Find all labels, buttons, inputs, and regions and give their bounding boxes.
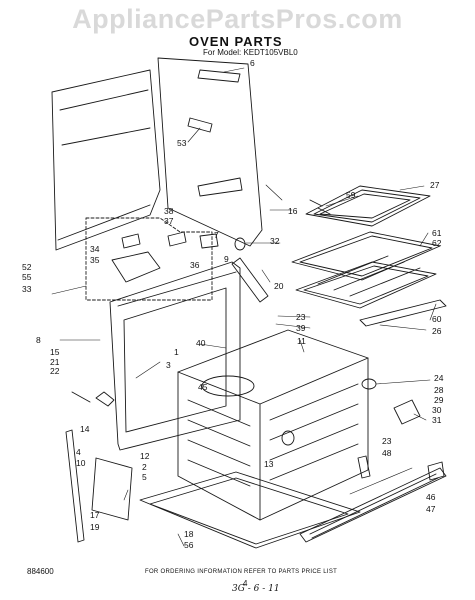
label-37: 37 xyxy=(164,216,174,226)
insulation-panel-left xyxy=(51,69,161,251)
label-36: 36 xyxy=(190,260,200,270)
label-55: 56 xyxy=(184,540,194,550)
label-24: 23 xyxy=(382,436,392,446)
label-30: 30 xyxy=(432,405,442,415)
label-59: 61 xyxy=(432,228,442,238)
label-2: 2 xyxy=(142,462,147,472)
oven-cavity xyxy=(177,329,369,521)
part-number-labels: 6 53 52 55 33 38 37 7 16 34 35 36 9 32 2… xyxy=(22,58,444,550)
label-25: 24 xyxy=(434,373,444,383)
label-53: 53 xyxy=(177,138,187,148)
label-3: 3 xyxy=(166,360,171,370)
page-number: 4 xyxy=(243,579,248,588)
label-17: 17 xyxy=(90,510,100,520)
label-32: 32 xyxy=(270,236,280,246)
label-28: 28 xyxy=(434,385,444,395)
label-11: 11 xyxy=(297,336,306,346)
component-group-box xyxy=(85,217,213,301)
label-38: 38 xyxy=(164,206,174,216)
label-15: 15 xyxy=(50,347,60,357)
label-33: 33 xyxy=(22,284,32,294)
label-1: 1 xyxy=(174,347,179,357)
label-34: 34 xyxy=(90,244,100,254)
label-61: 60 xyxy=(432,314,442,324)
label-4: 4 xyxy=(76,447,81,457)
label-10: 10 xyxy=(76,458,86,468)
oven-rack-lower xyxy=(295,261,437,309)
label-23: 23 xyxy=(296,312,306,322)
document-number: 884600 xyxy=(27,567,54,576)
toe-panel xyxy=(299,467,447,543)
label-22: 22 xyxy=(50,366,60,376)
model-subtitle: For Model: KEDT105VBL0 xyxy=(203,48,298,57)
label-9: 9 xyxy=(224,254,229,264)
label-18: 18 xyxy=(184,529,194,539)
vent-tube xyxy=(231,257,269,303)
label-26: 26 xyxy=(432,326,442,336)
label-62: 62 xyxy=(432,238,442,248)
label-19: 19 xyxy=(90,522,100,532)
label-21: 21 xyxy=(50,357,60,367)
label-12: 12 xyxy=(140,451,150,461)
ordering-note: FOR ORDERING INFORMATION REFER TO PARTS … xyxy=(145,569,338,575)
label-20: 20 xyxy=(274,281,284,291)
insulation-panel-back xyxy=(157,57,263,247)
label-31: 31 xyxy=(432,415,442,425)
label-5: 5 xyxy=(142,472,147,482)
label-40: 40 xyxy=(196,338,206,348)
label-56: 55 xyxy=(22,272,32,282)
bake-element xyxy=(305,185,431,227)
label-29: 29 xyxy=(434,395,444,405)
label-47: 47 xyxy=(426,504,436,514)
label-52: 52 xyxy=(22,262,32,272)
label-27: 27 xyxy=(430,180,440,190)
oven-bottom xyxy=(139,471,361,549)
label-39: 39 xyxy=(296,323,306,333)
label-13: 13 xyxy=(264,459,274,469)
page-title: OVEN PARTS xyxy=(189,34,283,49)
label-6: 6 xyxy=(250,58,255,68)
label-46: 46 xyxy=(426,492,436,502)
label-45: 45 xyxy=(198,382,208,392)
label-14: 14 xyxy=(80,424,90,434)
label-8: 8 xyxy=(36,335,41,345)
label-35: 35 xyxy=(90,255,100,265)
label-60: 59 xyxy=(346,190,356,200)
label-48: 48 xyxy=(382,448,392,458)
oven-rack-upper xyxy=(291,231,441,281)
handwritten-date: 3G - 6 - 11 xyxy=(232,584,280,594)
oven-front-frame xyxy=(109,261,241,451)
watermark: AppliancePartsPros.com xyxy=(72,4,403,34)
label-7: 7 xyxy=(214,230,219,240)
label-16: 16 xyxy=(288,206,298,216)
